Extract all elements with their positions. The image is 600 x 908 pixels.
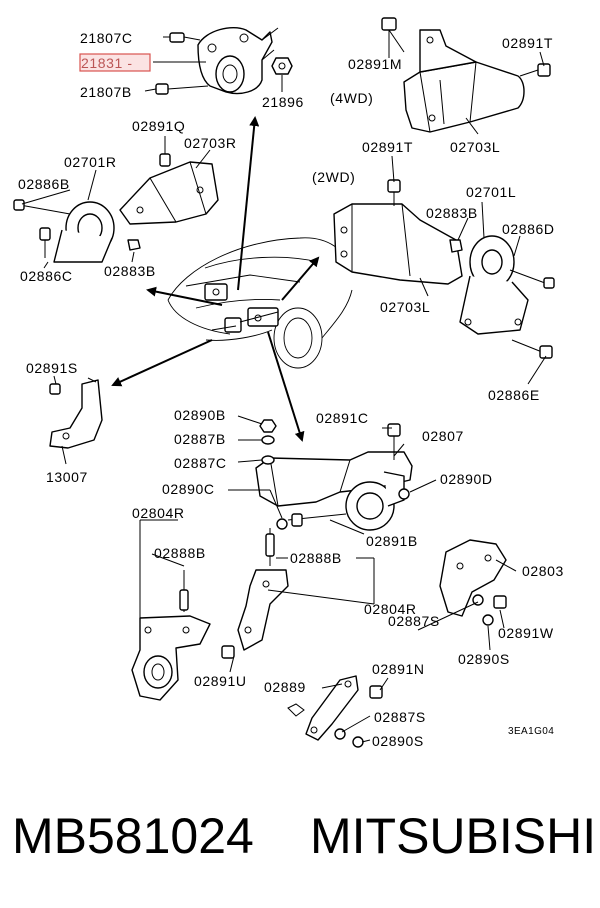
label-02703R: 02703R xyxy=(184,135,237,151)
brand-name: MITSUBISHI xyxy=(310,808,597,864)
label-02703L-top: 02703L xyxy=(450,139,500,155)
label-21831: 21831 - xyxy=(81,55,133,71)
label-02803: 02803 xyxy=(522,563,564,579)
leader-lines xyxy=(21,30,547,743)
label-02883B-right: 02883B xyxy=(426,205,478,221)
label-02888B-right: 02888B xyxy=(290,550,342,566)
direction-arrows xyxy=(111,116,320,442)
label-02891Q: 02891Q xyxy=(132,118,185,134)
label-13007: 13007 xyxy=(46,469,88,485)
label-02886D: 02886D xyxy=(502,221,555,237)
label-02886B: 02886B xyxy=(18,176,70,192)
label-02886C: 02886C xyxy=(20,268,73,284)
mount-02701L-assembly xyxy=(333,179,555,359)
label-02887B: 02887B xyxy=(174,431,226,447)
label-02804R-right: 02804R xyxy=(364,601,417,617)
label-02890S-right: 02890S xyxy=(458,651,510,667)
label-02890B: 02890B xyxy=(174,407,226,423)
label-2wd: (2WD) xyxy=(312,169,355,185)
label-02887S-bottom: 02887S xyxy=(374,709,426,725)
label-02891N: 02891N xyxy=(372,661,425,677)
mount-02701R-assembly xyxy=(13,153,219,263)
engine-mount-exploded-diagram: 21807C 21831 - 21807B 21896 02891M (4WD)… xyxy=(13,17,564,749)
crossmember-02807-assembly xyxy=(255,419,413,531)
label-02883B-left: 02883B xyxy=(104,263,156,279)
bracket-02803 xyxy=(439,539,507,626)
label-21807B: 21807B xyxy=(80,84,132,100)
link-02889 xyxy=(287,675,383,748)
bracket-02703L-4wd xyxy=(381,17,551,133)
label-4wd: (4WD) xyxy=(330,90,373,106)
label-02888B-left: 02888B xyxy=(154,545,206,561)
label-02804R-top: 02804R xyxy=(132,505,185,521)
label-02890D: 02890D xyxy=(440,471,493,487)
bracket-02804R-left xyxy=(131,570,211,701)
label-02701R: 02701R xyxy=(64,154,117,170)
label-02887S-right: 02887S xyxy=(388,613,440,629)
label-21896: 21896 xyxy=(262,94,304,110)
label-02890S-bottom: 02890S xyxy=(372,733,424,749)
vehicle-outline xyxy=(167,237,353,369)
label-02703L-mid: 02703L xyxy=(380,299,430,315)
label-02886E: 02886E xyxy=(488,387,540,403)
bracket-02804R-center xyxy=(221,528,289,659)
label-02891T-mid: 02891T xyxy=(362,139,413,155)
footer-caption: MB581024 MITSUBISHI xyxy=(0,800,600,880)
label-02701L: 02701L xyxy=(466,184,516,200)
label-02887C: 02887C xyxy=(174,455,227,471)
label-02891B: 02891B xyxy=(366,533,418,549)
part-number: MB581024 xyxy=(12,808,254,864)
label-02891S: 02891S xyxy=(26,360,78,376)
label-02891U: 02891U xyxy=(194,673,247,689)
label-02889: 02889 xyxy=(264,679,306,695)
mount-21831-assembly xyxy=(155,27,293,95)
label-21807C: 21807C xyxy=(80,30,133,46)
part-labels: 21807C 21831 - 21807B 21896 02891M (4WD)… xyxy=(18,30,564,749)
label-02890C: 02890C xyxy=(162,481,215,497)
bracket-13007 xyxy=(49,379,103,449)
label-02807: 02807 xyxy=(422,428,464,444)
label-02891C: 02891C xyxy=(316,410,369,426)
highlight-box xyxy=(79,53,151,72)
label-02891W: 02891W xyxy=(498,625,554,641)
label-02891M: 02891M xyxy=(348,56,402,72)
label-02891T-top: 02891T xyxy=(502,35,553,51)
figure-code: 3EA1G04 xyxy=(508,726,554,737)
